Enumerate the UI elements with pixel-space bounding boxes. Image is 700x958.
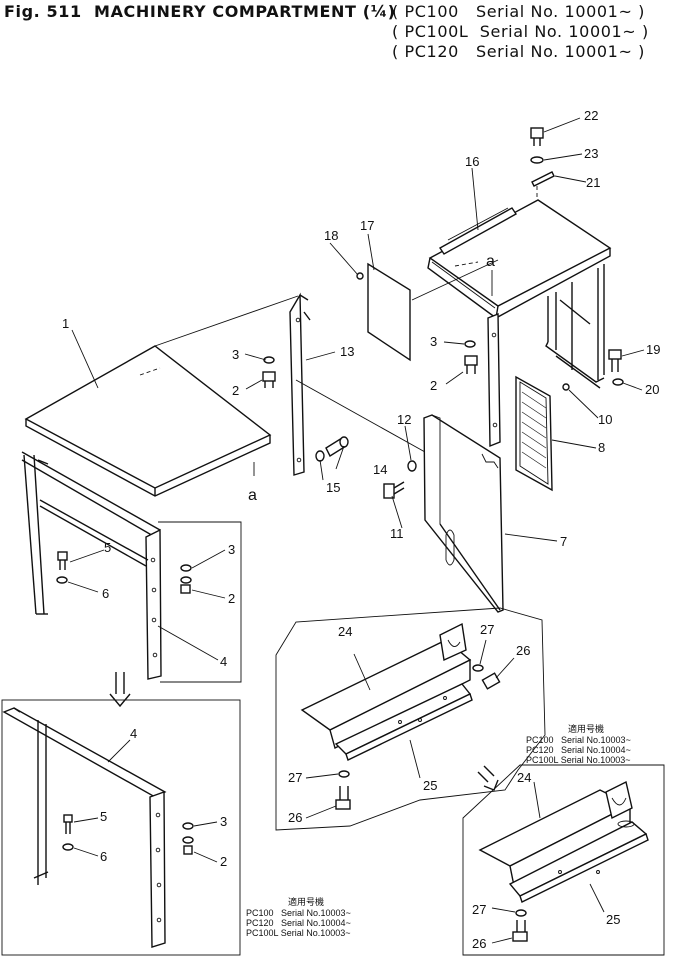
- callout-13: 13: [340, 344, 354, 359]
- callout-24-detail: 24: [517, 770, 531, 785]
- callout-14: 14: [373, 462, 387, 477]
- callout-4-detail: 4: [130, 726, 137, 741]
- arrow-down-right: [477, 765, 499, 791]
- callout-8: 8: [598, 440, 605, 455]
- applicability-note-heading-right: 適用号機: [568, 724, 605, 734]
- callout-26: 26: [516, 643, 530, 658]
- callout-6-detail: 6: [100, 849, 107, 864]
- applicability-note-line-3-left: PC100L Serial No.10003~: [246, 928, 351, 938]
- figure-title: Fig. 511 MACHINERY COMPARTMENT (¼): [4, 2, 396, 21]
- callout-3-right: 3: [430, 334, 437, 349]
- part-7-panel: [423, 414, 504, 613]
- serial-range-pc100l: ( PC100L Serial No. 10001~ ): [392, 22, 649, 41]
- callout-25: 25: [423, 778, 437, 793]
- callout-22: 22: [584, 108, 598, 123]
- callout-21: 21: [586, 175, 600, 190]
- bolt-5-upper: [56, 551, 68, 584]
- part-8-grille: [515, 375, 570, 492]
- callout-2-right: 2: [430, 378, 437, 393]
- serial-range-pc100: ( PC100 Serial No. 10001~ ): [392, 2, 645, 21]
- part-13-bracket: [289, 292, 426, 476]
- detail-box-lower-left: [1, 699, 241, 956]
- callout-2-left: 2: [228, 591, 235, 606]
- callout-2-detail: 2: [220, 854, 227, 869]
- washer-bolt-3-2-center: [262, 356, 276, 388]
- callout-3-left: 3: [228, 542, 235, 557]
- detail-box-left-upper: [158, 521, 242, 683]
- applicability-note-line-2-right: PC120 Serial No.10004~: [526, 745, 631, 755]
- callout-16: 16: [465, 154, 479, 169]
- reference-a-right: a: [486, 253, 495, 270]
- callout-26-detail: 26: [472, 936, 486, 951]
- callout-5-detail: 5: [100, 809, 107, 824]
- detail-box-center: [275, 607, 546, 831]
- applicability-note-line-1-left: PC100 Serial No.10003~: [246, 908, 351, 918]
- part-1-floor-plate: [24, 295, 299, 497]
- callout-12: 12: [397, 412, 411, 427]
- callout-26-below: 26: [288, 810, 302, 825]
- callout-27: 27: [480, 622, 494, 637]
- serial-range-pc120: ( PC120 Serial No. 10001~ ): [392, 42, 645, 61]
- callout-11: 11: [390, 526, 404, 541]
- callout-15: 15: [326, 480, 340, 495]
- applicability-note-line-1-right: PC100 Serial No.10003~: [526, 735, 631, 745]
- part-17-plate: [356, 262, 411, 362]
- washer-and-bolt-3-2-left: [180, 564, 192, 594]
- bolt-19-washer-20: [608, 349, 624, 386]
- callout-10: 10: [598, 412, 612, 427]
- part-16-upper-frame: [411, 199, 612, 448]
- callout-25-detail: 25: [606, 912, 620, 927]
- part-4-frame-detail: [2, 707, 194, 948]
- part-24-25-assembly-right: [478, 780, 649, 942]
- applicability-note-heading-left: 適用号機: [288, 897, 325, 907]
- part-24-25-assembly-center: [300, 622, 501, 810]
- callout-7: 7: [560, 534, 567, 549]
- callout-23: 23: [584, 146, 598, 161]
- callout-2: 2: [232, 383, 239, 398]
- applicability-note-line-2-left: PC120 Serial No.10004~: [246, 918, 351, 928]
- callout-1: 1: [62, 316, 69, 331]
- arrow-down-left: [109, 672, 131, 708]
- callout-4: 4: [220, 654, 227, 669]
- part-4-frame-upper: [21, 451, 162, 680]
- applicability-note-line-3-right: PC100L Serial No.10003~: [526, 755, 631, 765]
- callout-5: 5: [104, 540, 111, 555]
- callout-numbers: 1 3 2 13 14 15 11 12 7 8 10 19 20 22 23 …: [62, 108, 660, 951]
- callout-24: 24: [338, 624, 352, 639]
- callout-17: 17: [360, 218, 374, 233]
- callout-19: 19: [646, 342, 660, 357]
- callout-20: 20: [645, 382, 659, 397]
- detail-box-lower-right: [462, 764, 665, 956]
- callout-3-detail: 3: [220, 814, 227, 829]
- callout-27-detail: 27: [472, 902, 486, 917]
- callout-3: 3: [232, 347, 239, 362]
- leader-lines: [67, 117, 645, 944]
- callout-27-below: 27: [288, 770, 302, 785]
- bolt-11-washer-12: [383, 460, 417, 499]
- callout-6: 6: [102, 586, 109, 601]
- callout-18: 18: [324, 228, 338, 243]
- washer-bolt-3-2-right: [464, 340, 478, 374]
- bolt-22-washer-23-part-21: [530, 127, 555, 200]
- reference-a-left: a: [248, 487, 257, 504]
